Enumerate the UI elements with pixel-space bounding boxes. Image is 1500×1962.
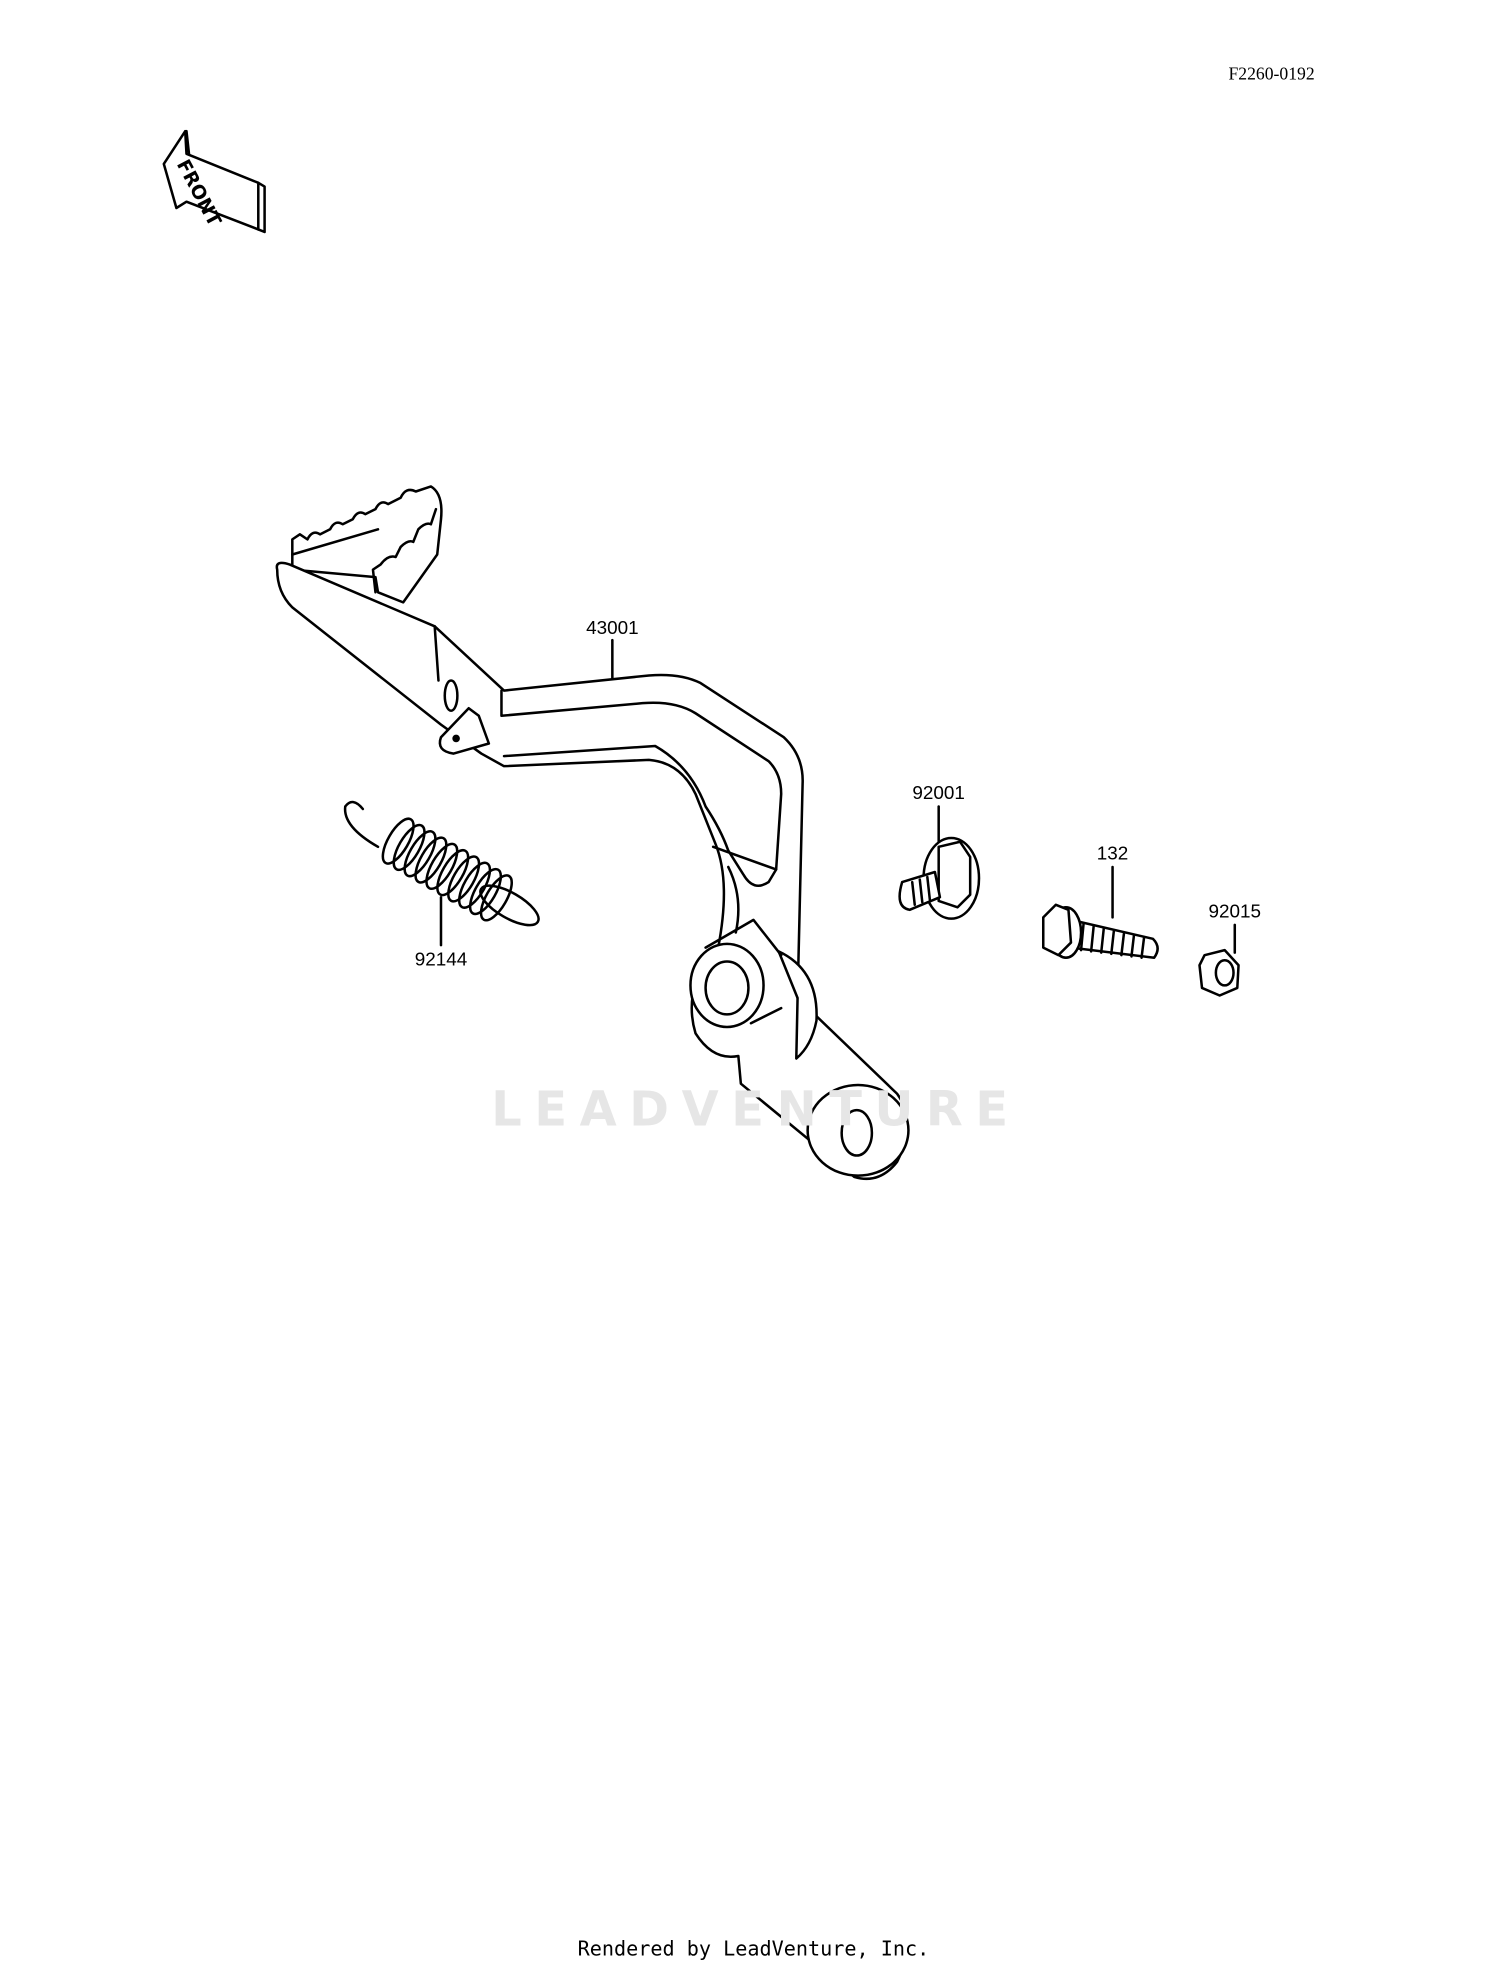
part-label-92144[interactable]: 92144: [415, 949, 468, 970]
part-label-92015[interactable]: 92015: [1209, 901, 1262, 922]
part-label-43001[interactable]: 43001: [586, 618, 639, 639]
flange-bolt-icon[interactable]: [1041, 903, 1159, 959]
footer-credit: Rendered by LeadVenture, Inc.: [578, 1937, 930, 1961]
nut-icon[interactable]: [1198, 948, 1240, 997]
front-direction-arrow-icon: FRONT: [162, 129, 266, 234]
brake-pedal-icon[interactable]: [275, 485, 910, 1181]
figure-id: F2260-0192: [1228, 63, 1314, 83]
watermark: LEADVENTURE: [491, 1082, 1020, 1137]
part-label-132[interactable]: 132: [1097, 843, 1129, 864]
spring-icon[interactable]: [343, 800, 550, 944]
washer-bolt-icon[interactable]: [898, 836, 981, 920]
part-label-92001[interactable]: 92001: [912, 783, 965, 804]
